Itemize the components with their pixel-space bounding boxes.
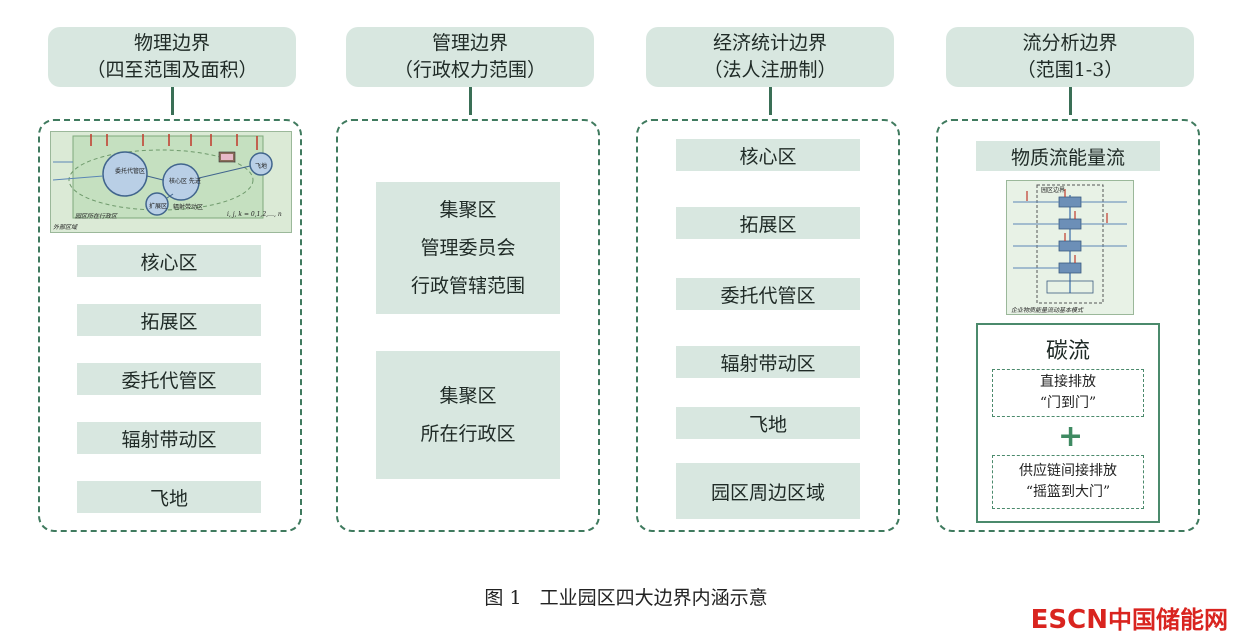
dashed-container xyxy=(336,119,600,532)
node-circle xyxy=(249,152,273,176)
block-line: 所在行政区 xyxy=(420,423,516,445)
dashed-container xyxy=(936,119,1200,532)
diagram-label: i, j, k = 0,1,2,…, n xyxy=(227,211,282,218)
logo-latin: ESCN xyxy=(1030,605,1108,635)
physical-boundary-diagram: 委托代管区 核心区 先进 扩展区 辐射带动区 飞地 外部区域 园区所在行政区 i… xyxy=(50,131,292,233)
carbon-flow-box: 碳流 直接排放 “门到门” + 供应链间接排放 “摇篮到大门” xyxy=(976,323,1160,523)
block-line: 管理委员会 xyxy=(420,237,516,259)
column-header: 经济统计边界 （法人注册制） xyxy=(646,27,894,87)
direct-emission-box: 直接排放 “门到门” xyxy=(992,369,1144,417)
admin-block: 集聚区 管理委员会 行政管辖范围 xyxy=(376,182,560,314)
diagram-label: 辐射带动区 xyxy=(173,204,204,211)
region-item: 核心区 xyxy=(77,245,261,277)
diagram-label: 外部区域 xyxy=(53,224,78,231)
caption-text: 工业园区四大边界内涵示意 xyxy=(539,587,768,609)
direct-emission-scope: “门到门” xyxy=(1039,395,1097,411)
region-item: 委托代管区 xyxy=(676,278,860,310)
diagram-label: 核心区 先进 xyxy=(169,178,201,185)
diagram-label: 园区所在行政区 xyxy=(75,213,118,220)
region-item: 辐射带动区 xyxy=(676,346,860,378)
diagram-label: 企业物质能量流动基本模式 xyxy=(1011,307,1084,314)
column-subtitle: （四至范围及面积） xyxy=(86,59,258,81)
region-item: 拓展区 xyxy=(77,304,261,336)
connector-line xyxy=(469,87,472,115)
region-item: 拓展区 xyxy=(676,207,860,239)
region-item: 飞地 xyxy=(676,407,860,439)
enterprise-flow-diagram: 园区边界 企业物质能量流动基本模式 xyxy=(1006,180,1134,315)
column-header: 流分析边界 （范围1-3） xyxy=(946,27,1194,87)
dashed-container xyxy=(38,119,302,532)
column-subtitle: （法人注册制） xyxy=(703,59,837,81)
column-header: 管理边界 （行政权力范围） xyxy=(346,27,594,87)
block-line: 集聚区 xyxy=(439,385,497,407)
indirect-emission-scope: “摇篮到大门” xyxy=(1025,484,1111,500)
region-item: 核心区 xyxy=(676,139,860,171)
block-line: 行政管辖范围 xyxy=(410,275,525,297)
column-subtitle: （范围1-3） xyxy=(1016,59,1124,81)
region-item: 委托代管区 xyxy=(77,363,261,395)
diagram-graphic xyxy=(52,134,273,219)
logo-chinese: 中国储能网 xyxy=(1108,606,1228,634)
node-circle xyxy=(102,151,148,197)
connector-line xyxy=(1069,87,1072,115)
column-header: 物理边界 （四至范围及面积） xyxy=(48,27,296,87)
figure-caption: 图 1 工业园区四大边界内涵示意 xyxy=(0,583,1252,610)
region-item: 园区周边区域 xyxy=(676,463,860,519)
diagram-label: 园区边界 xyxy=(1041,187,1066,194)
carbon-flow-title: 碳流 xyxy=(1045,339,1090,364)
diagram-label: 扩展区 xyxy=(149,203,168,210)
connector-line xyxy=(769,87,772,115)
diagram-label: 飞地 xyxy=(255,163,268,170)
indirect-emission-box: 供应链间接排放 “摇篮到大门” xyxy=(992,455,1144,509)
node-circle xyxy=(162,163,200,201)
block-line: 集聚区 xyxy=(439,199,497,221)
indirect-emission-label: 供应链间接排放 xyxy=(1019,463,1117,479)
column-title: 管理边界 xyxy=(431,32,508,54)
dashed-container xyxy=(636,119,900,532)
flow-graphic xyxy=(1013,184,1127,304)
node-circle xyxy=(145,192,169,216)
column-title: 流分析边界 xyxy=(1022,32,1118,54)
region-item: 辐射带动区 xyxy=(77,422,261,454)
plus-icon: + xyxy=(1058,419,1084,454)
connector-line xyxy=(171,87,174,115)
column-title: 物理边界 xyxy=(133,32,210,54)
figure-number: 图 1 xyxy=(484,587,522,609)
escn-logo: ESCN中国储能网 xyxy=(1031,600,1228,635)
region-item: 飞地 xyxy=(77,481,261,513)
column-title: 经济统计边界 xyxy=(712,32,827,54)
diagram-label: 委托代管区 xyxy=(115,168,146,175)
direct-emission-label: 直接排放 xyxy=(1040,374,1096,390)
admin-block: 集聚区 所在行政区 xyxy=(376,351,560,479)
material-energy-flow-label: 物质流能量流 xyxy=(976,141,1160,171)
column-subtitle: （行政权力范围） xyxy=(393,59,546,81)
